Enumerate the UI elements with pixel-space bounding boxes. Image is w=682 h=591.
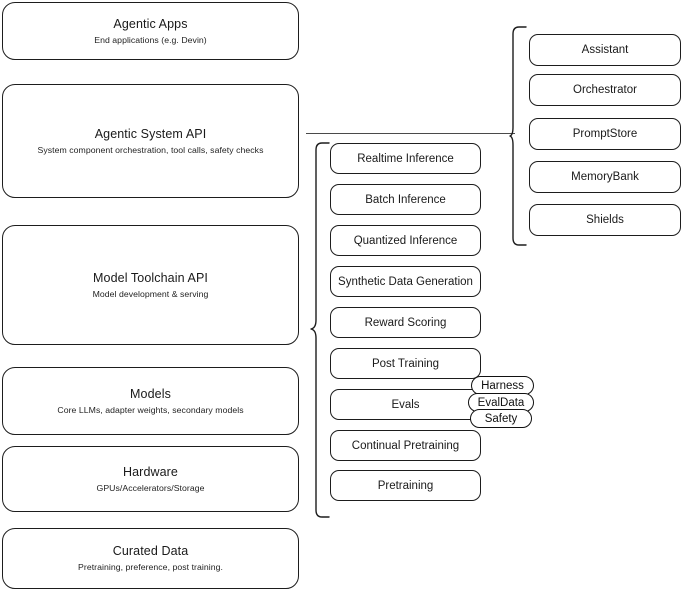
- layer-title: Agentic System API: [94, 126, 207, 141]
- system-chip-memorybank[interactable]: MemoryBank: [529, 161, 681, 193]
- chip-label: Shields: [586, 214, 624, 226]
- toolchain-chip-continual-pretraining[interactable]: Continual Pretraining: [330, 430, 481, 461]
- layer-title: Model Toolchain API: [93, 270, 208, 285]
- layer-title: Hardware: [123, 464, 178, 479]
- toolchain-chip-evals[interactable]: Evals: [330, 389, 481, 420]
- layer-title: Models: [130, 386, 171, 401]
- layer-subtitle: Core LLMs, adapter weights, secondary mo…: [57, 404, 244, 415]
- pill-label: Safety: [484, 412, 518, 425]
- pill-label: EvalData: [477, 396, 525, 409]
- toolchain-chip-batch-inference[interactable]: Batch Inference: [330, 184, 481, 215]
- system-chip-promptstore[interactable]: PromptStore: [529, 118, 681, 150]
- layer-box-agentic-system-api[interactable]: Agentic System API System component orch…: [2, 84, 299, 198]
- chip-label: Evals: [391, 398, 420, 411]
- eval-tag-safety[interactable]: Safety: [470, 409, 532, 428]
- chip-label: Synthetic Data Generation: [338, 275, 473, 288]
- layer-subtitle: Model development & serving: [92, 288, 209, 299]
- toolchain-chip-synthetic-data-generation[interactable]: Synthetic Data Generation: [330, 266, 481, 297]
- chip-label: Realtime Inference: [357, 152, 454, 165]
- layer-subtitle: Pretraining, preference, post training.: [78, 562, 223, 572]
- toolchain-chip-quantized-inference[interactable]: Quantized Inference: [330, 225, 481, 256]
- layer-subtitle: End applications (e.g. Devin): [94, 34, 207, 45]
- system-chip-orchestrator[interactable]: Orchestrator: [529, 74, 681, 106]
- chip-label: MemoryBank: [571, 171, 639, 183]
- eval-tag-evaldata[interactable]: EvalData: [468, 393, 534, 412]
- toolchain-chip-reward-scoring[interactable]: Reward Scoring: [330, 307, 481, 338]
- chip-label: Continual Pretraining: [351, 439, 460, 452]
- chip-label: Assistant: [581, 44, 629, 56]
- chip-label: Quantized Inference: [353, 234, 458, 247]
- pill-label: Harness: [481, 379, 524, 392]
- layer-box-curated-data[interactable]: Curated Data Pretraining, preference, po…: [2, 528, 299, 589]
- connector-system-api-to-components: [306, 133, 515, 135]
- chip-label: Pretraining: [377, 479, 434, 492]
- layer-box-agentic-apps[interactable]: Agentic Apps End applications (e.g. Devi…: [2, 2, 299, 60]
- chip-label: PromptStore: [572, 128, 638, 140]
- system-chip-shields[interactable]: Shields: [529, 204, 681, 236]
- layer-title: Curated Data: [112, 544, 189, 558]
- system-chip-assistant[interactable]: Assistant: [529, 34, 681, 66]
- brace-system-components: [509, 26, 527, 246]
- chip-label: Reward Scoring: [364, 316, 447, 329]
- toolchain-chip-realtime-inference[interactable]: Realtime Inference: [330, 143, 481, 174]
- layer-box-models[interactable]: Models Core LLMs, adapter weights, secon…: [2, 367, 299, 435]
- toolchain-chip-post-training[interactable]: Post Training: [330, 348, 481, 379]
- chip-label: Batch Inference: [365, 193, 446, 206]
- brace-toolchain-components: [310, 142, 330, 518]
- layer-subtitle: GPUs/Accelerators/Storage: [96, 482, 205, 493]
- layer-title: Agentic Apps: [113, 16, 188, 31]
- layer-box-model-toolchain-api[interactable]: Model Toolchain API Model development & …: [2, 225, 299, 345]
- layer-subtitle: System component orchestration, tool cal…: [37, 144, 264, 155]
- toolchain-chip-pretraining[interactable]: Pretraining: [330, 470, 481, 501]
- chip-label: Orchestrator: [573, 84, 637, 96]
- chip-label: Post Training: [371, 357, 440, 370]
- layer-box-hardware[interactable]: Hardware GPUs/Accelerators/Storage: [2, 446, 299, 512]
